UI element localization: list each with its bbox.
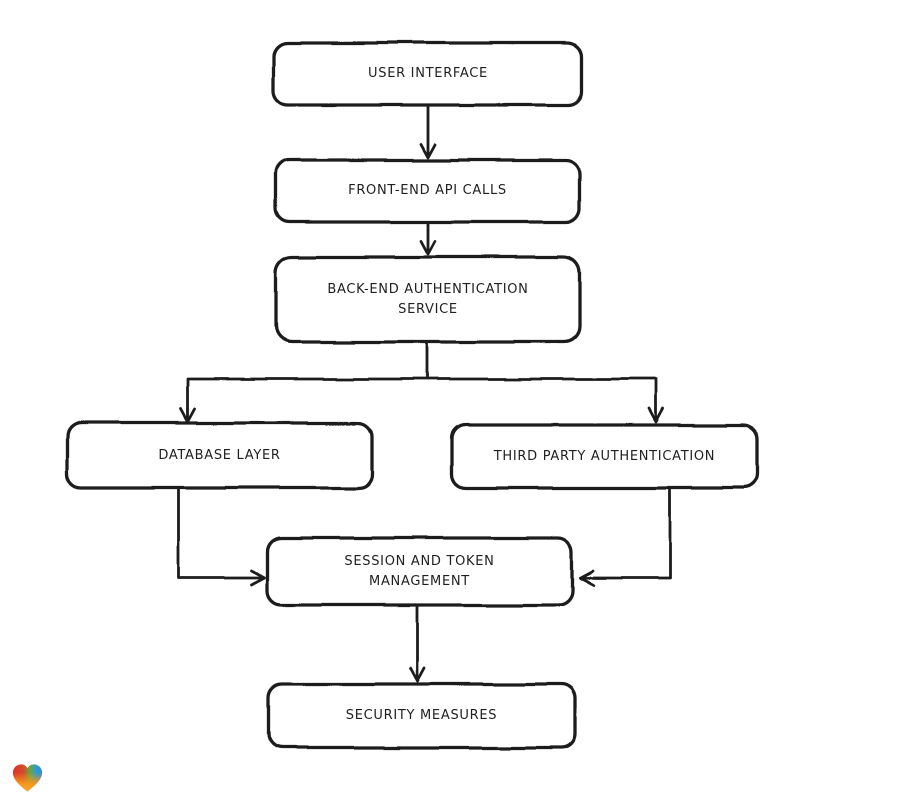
heart-logo-bottom-gradient: [12, 764, 43, 792]
node-back-end-authentication-service-shape[interactable]: [274, 255, 582, 344]
edge-database-to-session: [177, 488, 266, 587]
node-security-measures-shape[interactable]: [266, 682, 577, 750]
node-security-measures-label[interactable]: SECURITY MEASURES: [345, 708, 498, 723]
edge-frontend-to-backend: [419, 222, 437, 256]
node-user-interface-shape[interactable]: [272, 41, 584, 107]
edge-backend-branch: [179, 342, 665, 424]
node-front-end-api-calls-label[interactable]: FRONT-END API CALLS: [348, 183, 507, 198]
node-user-interface-label[interactable]: USER INTERFACE: [368, 66, 488, 81]
edge-ui-to-frontend: [419, 105, 437, 159]
node-database-layer-shape[interactable]: [65, 421, 374, 490]
node-database-layer-label[interactable]: DATABASE LAYER: [158, 447, 281, 463]
heart-logo[interactable]: [10, 761, 45, 797]
edge-session-to-security: [409, 605, 427, 683]
node-third-party-authentication-label[interactable]: THIRD PARTY AUTHENTICATION: [493, 448, 716, 464]
node-front-end-api-calls-shape[interactable]: [273, 158, 582, 224]
node-session-and-token-management-label[interactable]: SESSION AND TOKEN MANAGEMENT: [344, 553, 495, 589]
node-session-and-token-management-shape[interactable]: [265, 536, 574, 607]
node-back-end-authentication-service-label[interactable]: BACK-END AUTHENTICATION SERVICE: [327, 281, 529, 317]
edge-thirdparty-to-session: [578, 488, 672, 587]
node-third-party-authentication-shape[interactable]: [450, 423, 759, 490]
